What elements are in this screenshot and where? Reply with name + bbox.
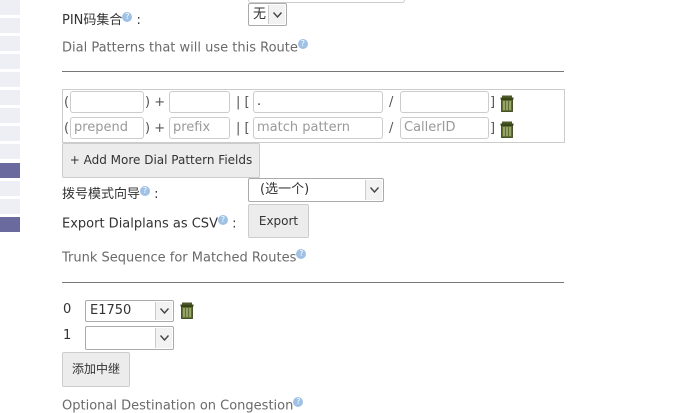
pin-set-select[interactable]: 无 xyxy=(248,3,287,26)
trunk-sequence-heading: Trunk Sequence for Matched Routes? xyxy=(62,249,307,266)
divider xyxy=(62,71,564,72)
question-mark-icon[interactable]: ? xyxy=(297,39,308,49)
prepend-input[interactable] xyxy=(70,91,144,113)
add-dial-pattern-button[interactable]: + Add More Dial Pattern Fields xyxy=(62,143,260,178)
trash-can-icon[interactable] xyxy=(500,95,514,112)
sidebar-item[interactable] xyxy=(0,144,20,159)
congestion-label: Optional Destination on Congestion? xyxy=(62,397,304,413)
trunk-select[interactable] xyxy=(85,326,174,350)
chevron-down-icon xyxy=(155,328,172,348)
sidebar-item[interactable] xyxy=(0,199,20,214)
congestion-label-text: Optional Destination on Congestion xyxy=(62,398,294,413)
divider xyxy=(62,282,564,283)
prefix-input[interactable] xyxy=(169,91,230,113)
sidebar-item[interactable] xyxy=(0,36,20,51)
bracket-close: ] xyxy=(490,121,496,136)
label-suffix: : xyxy=(232,216,237,232)
trunk-sequence-heading-text: Trunk Sequence for Matched Routes xyxy=(62,250,297,266)
export-label-text: Export Dialplans as CSV xyxy=(62,216,218,232)
slash: / xyxy=(389,121,394,136)
sidebar-item[interactable] xyxy=(0,54,20,69)
trunk-index: 0 xyxy=(63,302,72,317)
sidebar-item[interactable] xyxy=(0,108,20,123)
sidebar-item[interactable] xyxy=(0,18,20,33)
label-suffix: : xyxy=(154,187,159,202)
paren-open: ( xyxy=(64,95,70,110)
question-mark-icon[interactable]: ? xyxy=(296,249,307,259)
sidebar-item[interactable] xyxy=(0,181,20,196)
match-pattern-input[interactable]: . xyxy=(253,91,383,113)
label-suffix: : xyxy=(136,13,141,28)
sidebar-item-active[interactable] xyxy=(0,217,20,232)
match-pattern-input[interactable]: match pattern xyxy=(253,117,383,139)
wizard-select[interactable]: (选一个) xyxy=(248,178,384,202)
callerid-input[interactable]: CallerID xyxy=(400,117,489,139)
wizard-label-text: 拨号模式向导 xyxy=(62,187,141,202)
question-mark-icon[interactable]: ? xyxy=(293,397,304,407)
wizard-value: (选一个) xyxy=(260,182,310,197)
paren-open: ( xyxy=(64,121,70,136)
paren-close-plus: ) + xyxy=(145,121,166,136)
dial-patterns-heading-text: Dial Patterns that will use this Route xyxy=(62,40,298,56)
pin-set-value: 无 xyxy=(253,7,267,22)
trunk-value: E1750 xyxy=(90,303,132,318)
slash: / xyxy=(389,95,394,110)
trunk-select[interactable]: E1750 xyxy=(85,300,174,322)
sidebar-item[interactable] xyxy=(0,0,20,15)
trunk-index: 1 xyxy=(63,328,72,343)
export-label: Export Dialplans as CSV? : xyxy=(62,215,237,231)
bracket-close: ] xyxy=(490,95,496,110)
sidebar-item[interactable] xyxy=(0,126,20,141)
pin-set-label-text: PIN码集合 xyxy=(62,13,123,28)
prepend-input[interactable]: prepend xyxy=(70,117,144,139)
prefix-input[interactable]: prefix xyxy=(169,117,230,139)
sidebar-item[interactable] xyxy=(0,90,20,105)
trash-can-icon[interactable] xyxy=(180,302,194,319)
chevron-down-icon xyxy=(268,5,285,24)
clipped-field xyxy=(248,0,405,3)
paren-close-plus: ) + xyxy=(145,95,166,110)
add-trunk-button[interactable]: 添加中继 xyxy=(62,352,130,387)
callerid-input[interactable] xyxy=(400,91,489,113)
pin-set-label: PIN码集合? : xyxy=(62,9,141,28)
wizard-label: 拨号模式向导? : xyxy=(62,183,159,202)
dial-patterns-heading: Dial Patterns that will use this Route? xyxy=(62,39,308,55)
trash-can-icon[interactable] xyxy=(500,121,514,138)
question-mark-icon[interactable]: ? xyxy=(122,11,133,22)
export-button[interactable]: Export xyxy=(248,204,309,238)
question-mark-icon[interactable]: ? xyxy=(217,215,228,225)
bar-bracket: | [ xyxy=(236,95,250,110)
question-mark-icon[interactable]: ? xyxy=(140,185,151,196)
chevron-down-icon xyxy=(155,302,172,320)
sidebar-item[interactable] xyxy=(0,72,20,87)
sidebar-item-active[interactable] xyxy=(0,163,20,178)
chevron-down-icon xyxy=(365,180,382,200)
bar-bracket: | [ xyxy=(236,121,250,136)
